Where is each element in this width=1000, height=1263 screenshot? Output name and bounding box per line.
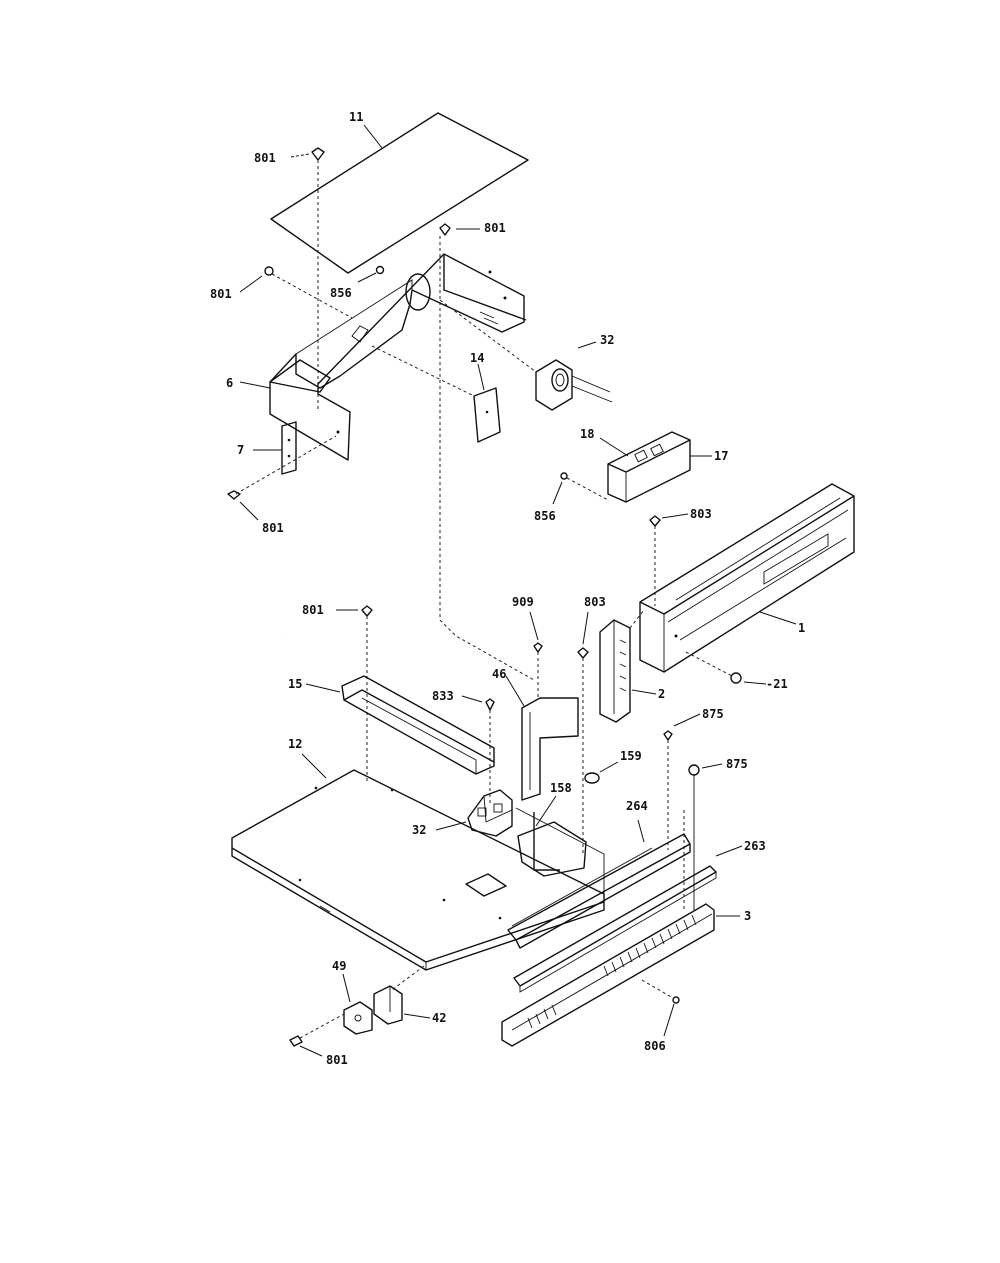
label-3: 3 <box>744 909 751 923</box>
label-49: 49 <box>332 959 346 973</box>
part-158: 158 <box>535 781 572 827</box>
part-1-control-panel: 1 <box>639 483 855 673</box>
part-264-trim: 264 <box>507 799 691 949</box>
label-1: 1 <box>798 621 805 635</box>
part-6-frame: 6 <box>226 253 527 461</box>
label-875-a: 875 <box>702 707 724 721</box>
part-3-vent-grille: 3 <box>501 903 751 1047</box>
label-801-b: 801 <box>484 221 506 235</box>
part-2-strip: 2 <box>599 609 665 723</box>
part-856-right: 856 <box>534 472 609 523</box>
label-806: 806 <box>644 1039 666 1053</box>
label-856-b: 856 <box>534 509 556 523</box>
part-263-rod: 263 <box>513 839 766 993</box>
label-833: 833 <box>432 689 454 703</box>
label-32-a: 32 <box>600 333 614 347</box>
label-801-f: 801 <box>326 1053 348 1067</box>
label-803-b: 803 <box>584 595 606 609</box>
label-7: 7 <box>237 443 244 457</box>
label-21: -21 <box>766 677 788 691</box>
part-801-screw-mid: 801 <box>439 221 506 236</box>
label-856-a: 856 <box>330 286 352 300</box>
alignment-line-hinge <box>391 965 425 991</box>
part-803-upper: 803 <box>649 507 712 606</box>
label-17: 17 <box>714 449 728 463</box>
part-801-screw-bottom: 801 <box>289 1013 348 1067</box>
label-875-b: 875 <box>726 757 748 771</box>
label-14: 14 <box>470 351 484 365</box>
label-801-a: 801 <box>254 151 276 165</box>
part-32-motor-lower: 32 <box>412 789 513 837</box>
part-856-upper: 856 <box>330 265 385 300</box>
label-803-a: 803 <box>690 507 712 521</box>
part-42-hinge: 42 <box>373 985 446 1025</box>
label-263: 263 <box>744 839 766 853</box>
label-32-b: 32 <box>412 823 426 837</box>
part-801-screw-top: 801 <box>254 147 325 410</box>
label-909: 909 <box>512 595 534 609</box>
alignment-line-main <box>439 236 535 681</box>
label-2: 2 <box>658 687 665 701</box>
label-15: 15 <box>288 677 302 691</box>
part-46-bracket: 46 <box>492 667 579 801</box>
label-158: 158 <box>550 781 572 795</box>
label-42: 42 <box>432 1011 446 1025</box>
part-806-screw: 806 <box>641 979 680 1053</box>
part-15-channel: 15 <box>288 675 495 775</box>
label-6: 6 <box>226 376 233 390</box>
part-12-base-plate: 12 <box>231 737 605 971</box>
label-264: 264 <box>626 799 648 813</box>
part-7-bracket: 7 <box>237 421 297 475</box>
part-159: 159 <box>584 749 642 784</box>
part-803-lower: 803 <box>577 595 606 856</box>
part-875-screw-b: 875 <box>683 757 748 910</box>
part-49-hinge: 49 <box>332 959 373 1035</box>
part-14-plate: 14 <box>371 345 501 443</box>
part-875-screw-a: 875 <box>663 707 724 850</box>
part-801-screw-left: 801 <box>210 266 353 319</box>
part-11-top-cover: 11 <box>270 110 529 274</box>
label-801-c: 801 <box>210 287 232 301</box>
label-12: 12 <box>288 737 302 751</box>
label-801-d: 801 <box>262 521 284 535</box>
part-21-knob: -21 <box>685 651 788 691</box>
part-17-18-module: 18 17 <box>580 427 728 503</box>
part-833-screw: 833 <box>432 689 495 804</box>
label-11: 11 <box>349 110 363 124</box>
label-46: 46 <box>492 667 506 681</box>
part-801-screw-mid-left: 801 <box>302 603 373 782</box>
part-32-motor-upper: 32 <box>439 299 614 411</box>
label-801-e: 801 <box>302 603 324 617</box>
part-801-screw-lower-left: 801 <box>227 435 337 535</box>
part-909-screw: 909 <box>512 595 543 700</box>
label-159: 159 <box>620 749 642 763</box>
label-18: 18 <box>580 427 594 441</box>
